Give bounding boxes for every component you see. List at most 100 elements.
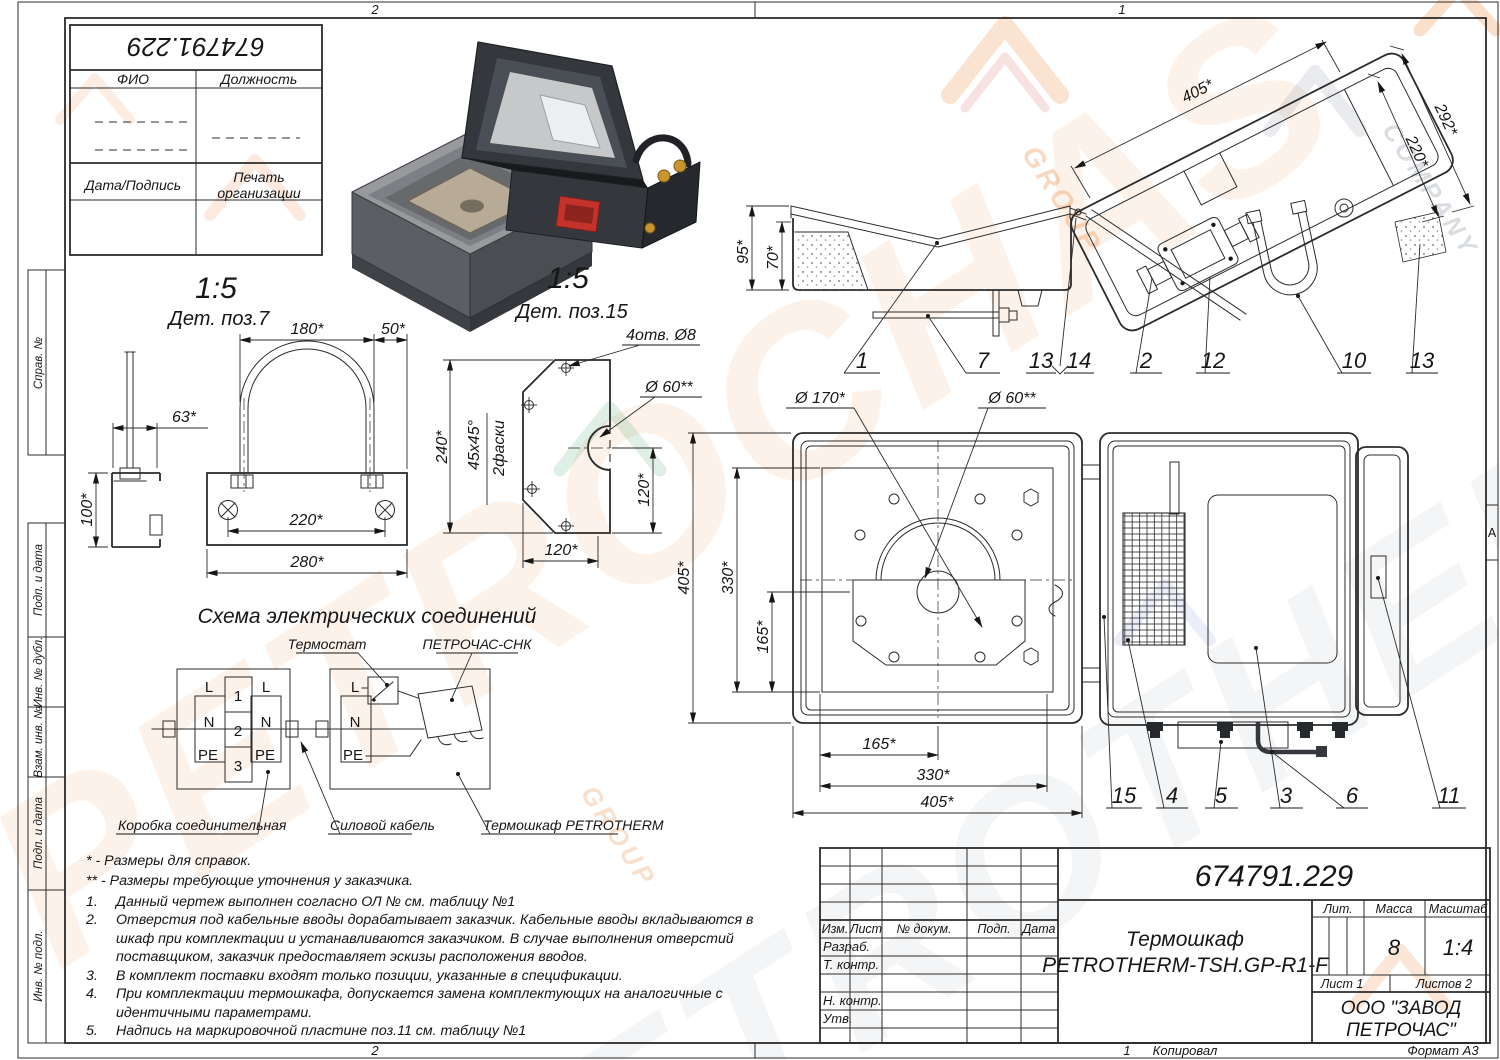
terminal-PE-right: PE (255, 747, 275, 764)
dim-d7-180: 180* (291, 321, 325, 338)
callout-13a: 13 (1029, 348, 1054, 373)
stamp-post-header: Должность (219, 71, 297, 87)
electrical-schema: Схема электрических соединений Термостат… (116, 605, 664, 835)
tb-row-razrab: Разраб. (823, 939, 870, 954)
callout-7: 7 (977, 348, 990, 373)
product-photo: 1:5 Дет. поз.7 1:5 Дет. поз.15 (167, 41, 701, 332)
terminal-L-cab: L (351, 679, 359, 696)
terminal-1: 1 (234, 688, 242, 705)
tb-col-data: Дата (1021, 922, 1056, 936)
callout-2: 2 (1139, 348, 1152, 373)
callout-4: 4 (1166, 783, 1178, 808)
zone-number-top-2: 2 (370, 2, 379, 17)
label-d15-holes: 4отв. Ø8 (626, 327, 696, 344)
side-view: 95* 70* (735, 205, 1087, 337)
dim-front-dia170: Ø 170* (794, 390, 846, 407)
zone-number-bottom-1: 1 (1123, 1043, 1130, 1058)
dim-front-405b: 405* (921, 794, 955, 811)
callout-10: 10 (1342, 348, 1367, 373)
plate-holes (521, 360, 574, 534)
iso-open-view: 405* 292* 220* (1070, 39, 1475, 332)
heater-symbol (417, 685, 483, 739)
stamp-fio-header: ФИО (117, 71, 149, 87)
copied-label: Копировал (1153, 1043, 1218, 1058)
junction-box (1136, 213, 1260, 295)
margin-label-inv-podl: Инв. № подл. (33, 930, 45, 1001)
terminal-2: 2 (234, 723, 242, 740)
terminal-L-left: L (205, 679, 213, 696)
tb-company-1: ООО "ЗАВОД (1341, 998, 1461, 1019)
tb-company-2: ПЕТРОЧАС" (1346, 1020, 1457, 1041)
terminal-PE-cab: PE (343, 747, 363, 764)
dim-d15-chamfer-note: 2фаски (491, 420, 508, 477)
margin-label-sprav: Справ. № (33, 336, 45, 389)
dim-front-405l: 405* (676, 561, 693, 595)
dim-d15-120v: 120* (636, 473, 653, 507)
note-item-4: 4. При комплектации термошкафа, допускае… (86, 986, 723, 1021)
callout-3: 3 (1280, 783, 1293, 808)
callouts-front: 15 4 5 3 6 11 (1102, 576, 1466, 809)
notes-block: * - Размеры для справок. ** - Размеры тр… (86, 852, 792, 1041)
dim-front-dia60: Ø 60** (987, 390, 1036, 407)
tb-mass-value: 8 (1388, 935, 1401, 960)
tb-row-nkontr: Н. контр. (823, 993, 882, 1008)
terminal-3: 3 (234, 758, 242, 775)
dim-iso-405: 405* (1179, 76, 1217, 106)
dim-side-95: 95* (735, 239, 752, 264)
margin-label-vzam: Взам. инв. № (33, 706, 45, 778)
callout-1: 1 (856, 348, 868, 373)
tb-row-utv: Утв. (822, 1011, 853, 1026)
dim-d7-280: 280* (290, 554, 325, 571)
callout-12: 12 (1201, 348, 1225, 373)
schema-title: Схема электрических соединений (198, 605, 537, 628)
dim-d7-63: 63* (172, 409, 197, 426)
heater-grid (1122, 512, 1186, 646)
dim-side-70: 70* (765, 245, 782, 270)
tb-col-list: Лист (849, 922, 882, 936)
dim-front-330l: 330* (720, 561, 737, 595)
zone-number-top-1: 1 (1118, 2, 1125, 17)
margin-label-inv-dubl: Инв. № дубл. (33, 637, 45, 708)
zone-number-bottom-2: 2 (370, 1043, 379, 1058)
callout-15: 15 (1112, 783, 1137, 808)
terminal-N-cab: N (350, 714, 361, 731)
tb-mass-label: Масса (1376, 902, 1413, 916)
title-block: Изм. Лист № докум. Подп. Дата Разраб. Т.… (819, 847, 1491, 1044)
callout-5: 5 (1215, 783, 1228, 808)
schema-thermostat-label: Термостат (288, 636, 367, 652)
detail15-label: Дет. поз.15 (514, 301, 628, 323)
dim-d15-120h: 120* (545, 542, 579, 559)
margin-label-podp-1: Подп. и дата (33, 544, 45, 616)
dim-front-165l: 165* (755, 620, 772, 654)
label-d15-dia60: Ø 60** (644, 379, 693, 396)
detail7-label: Дет. поз.7 (167, 308, 270, 330)
detail15-scale: 1:5 (547, 262, 589, 295)
note-star: * - Размеры для справок. (86, 853, 252, 869)
cable-glands (1147, 722, 1348, 738)
dim-front-330b: 330* (917, 767, 951, 784)
schema-junction-label: Коробка соединительная (118, 817, 287, 833)
dim-d15-240: 240* (434, 430, 451, 465)
tb-lit-label: Лит. (1322, 902, 1352, 916)
stamp-seal-label-1: Печать (233, 169, 284, 185)
terminal-N-left: N (204, 714, 215, 731)
detail-15-view: 4отв. Ø8 Ø 60** 240* 45х45° 2фаски 120* … (434, 327, 702, 568)
note-doublestar: ** - Размеры требующие уточнения у заказ… (86, 873, 414, 890)
panel-holes (854, 488, 1039, 666)
callouts-side: 1 7 13 14 2 12 10 13 (843, 217, 1438, 375)
stamp-doc-number: 674791.229 (127, 32, 264, 62)
dim-d7-50: 50* (381, 321, 406, 338)
tb-doc-number: 674791.229 (1195, 860, 1354, 893)
tb-product-name-2: PETROTHERM-TSH.GP-R1-F (1042, 954, 1329, 977)
tb-product-name-1: Термошкаф (1126, 928, 1244, 951)
callout-13b: 13 (1410, 348, 1435, 373)
tb-col-izm: Изм. (822, 922, 849, 936)
dim-d7-100: 100* (79, 493, 96, 527)
schema-snk-label: ПЕТРОЧАС-СНК (422, 636, 532, 652)
terminal-N-right: N (261, 714, 272, 731)
dim-d15-chamfer: 45х45° (466, 419, 483, 470)
terminal-PE-left: PE (198, 747, 218, 764)
note-item-3: 3. В комплект поставки входят только поз… (86, 967, 623, 984)
